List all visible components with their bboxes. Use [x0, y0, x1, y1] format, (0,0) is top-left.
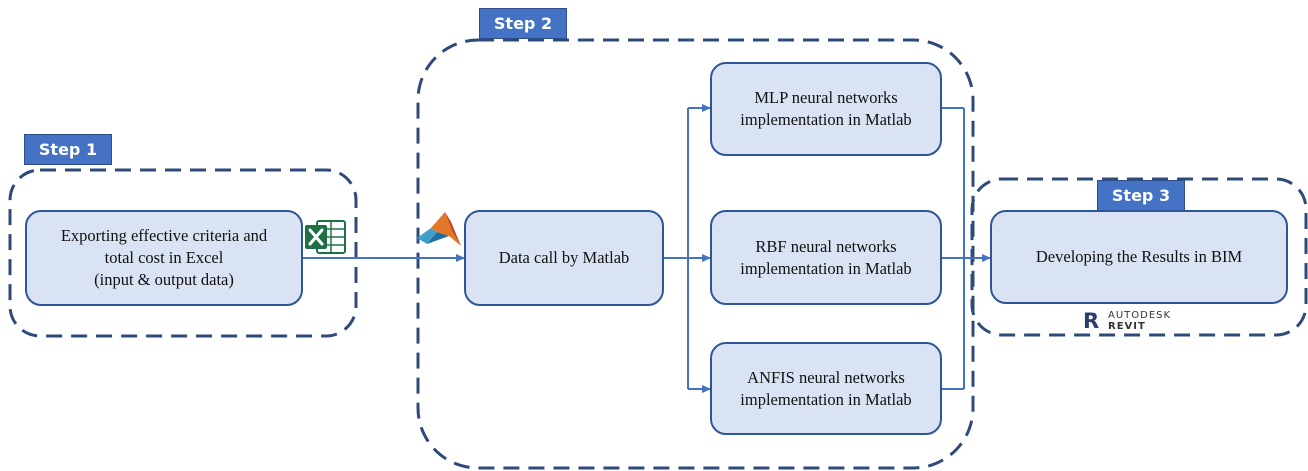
node-bim-line1: Developing the Results in BIM — [1035, 247, 1243, 266]
node-datacall-line1: Data call by Matlab — [498, 248, 630, 267]
node-rbf: RBF neural networks implementation in Ma… — [710, 210, 942, 305]
revit-icon: R — [1083, 309, 1100, 333]
node-anfis-line1: ANFIS neural networks — [747, 367, 905, 387]
revit-line2: REVIT — [1108, 321, 1146, 332]
node-anfis: ANFIS neural networks implementation in … — [710, 342, 942, 435]
node-export-line2: total cost in Excel — [104, 248, 224, 267]
node-export-line1: Exporting effective criteria and — [60, 226, 268, 245]
node-mlp-line1: MLP neural networks — [754, 88, 898, 107]
node-export-line3: (input & output data) — [94, 270, 234, 289]
step1-container — [8, 168, 358, 338]
node-mlp-line2: implementation in Matlab — [740, 110, 912, 129]
step2-tab: Step 2 — [479, 8, 567, 39]
node-rbf-line1: RBF neural networks — [755, 236, 897, 256]
node-export-excel: Exporting effective criteria and total c… — [25, 210, 303, 306]
excel-icon — [305, 220, 346, 254]
node-mlp: MLP neural networks implementation in Ma… — [710, 62, 942, 156]
revit-logo: R AUTODESK REVIT — [1083, 308, 1171, 334]
step3-tab: Step 3 — [1097, 180, 1185, 211]
step1-tab: Step 1 — [24, 134, 112, 165]
node-data-call: Data call by Matlab — [464, 210, 664, 306]
revit-line1: AUTODESK — [1108, 310, 1172, 321]
node-anfis-line2: implementation in Matlab — [740, 389, 912, 409]
revit-wordmark: AUTODESK REVIT — [1108, 310, 1171, 332]
node-bim: Developing the Results in BIM — [990, 210, 1288, 304]
matlab-icon — [417, 212, 461, 246]
node-rbf-line2: implementation in Matlab — [740, 258, 912, 278]
